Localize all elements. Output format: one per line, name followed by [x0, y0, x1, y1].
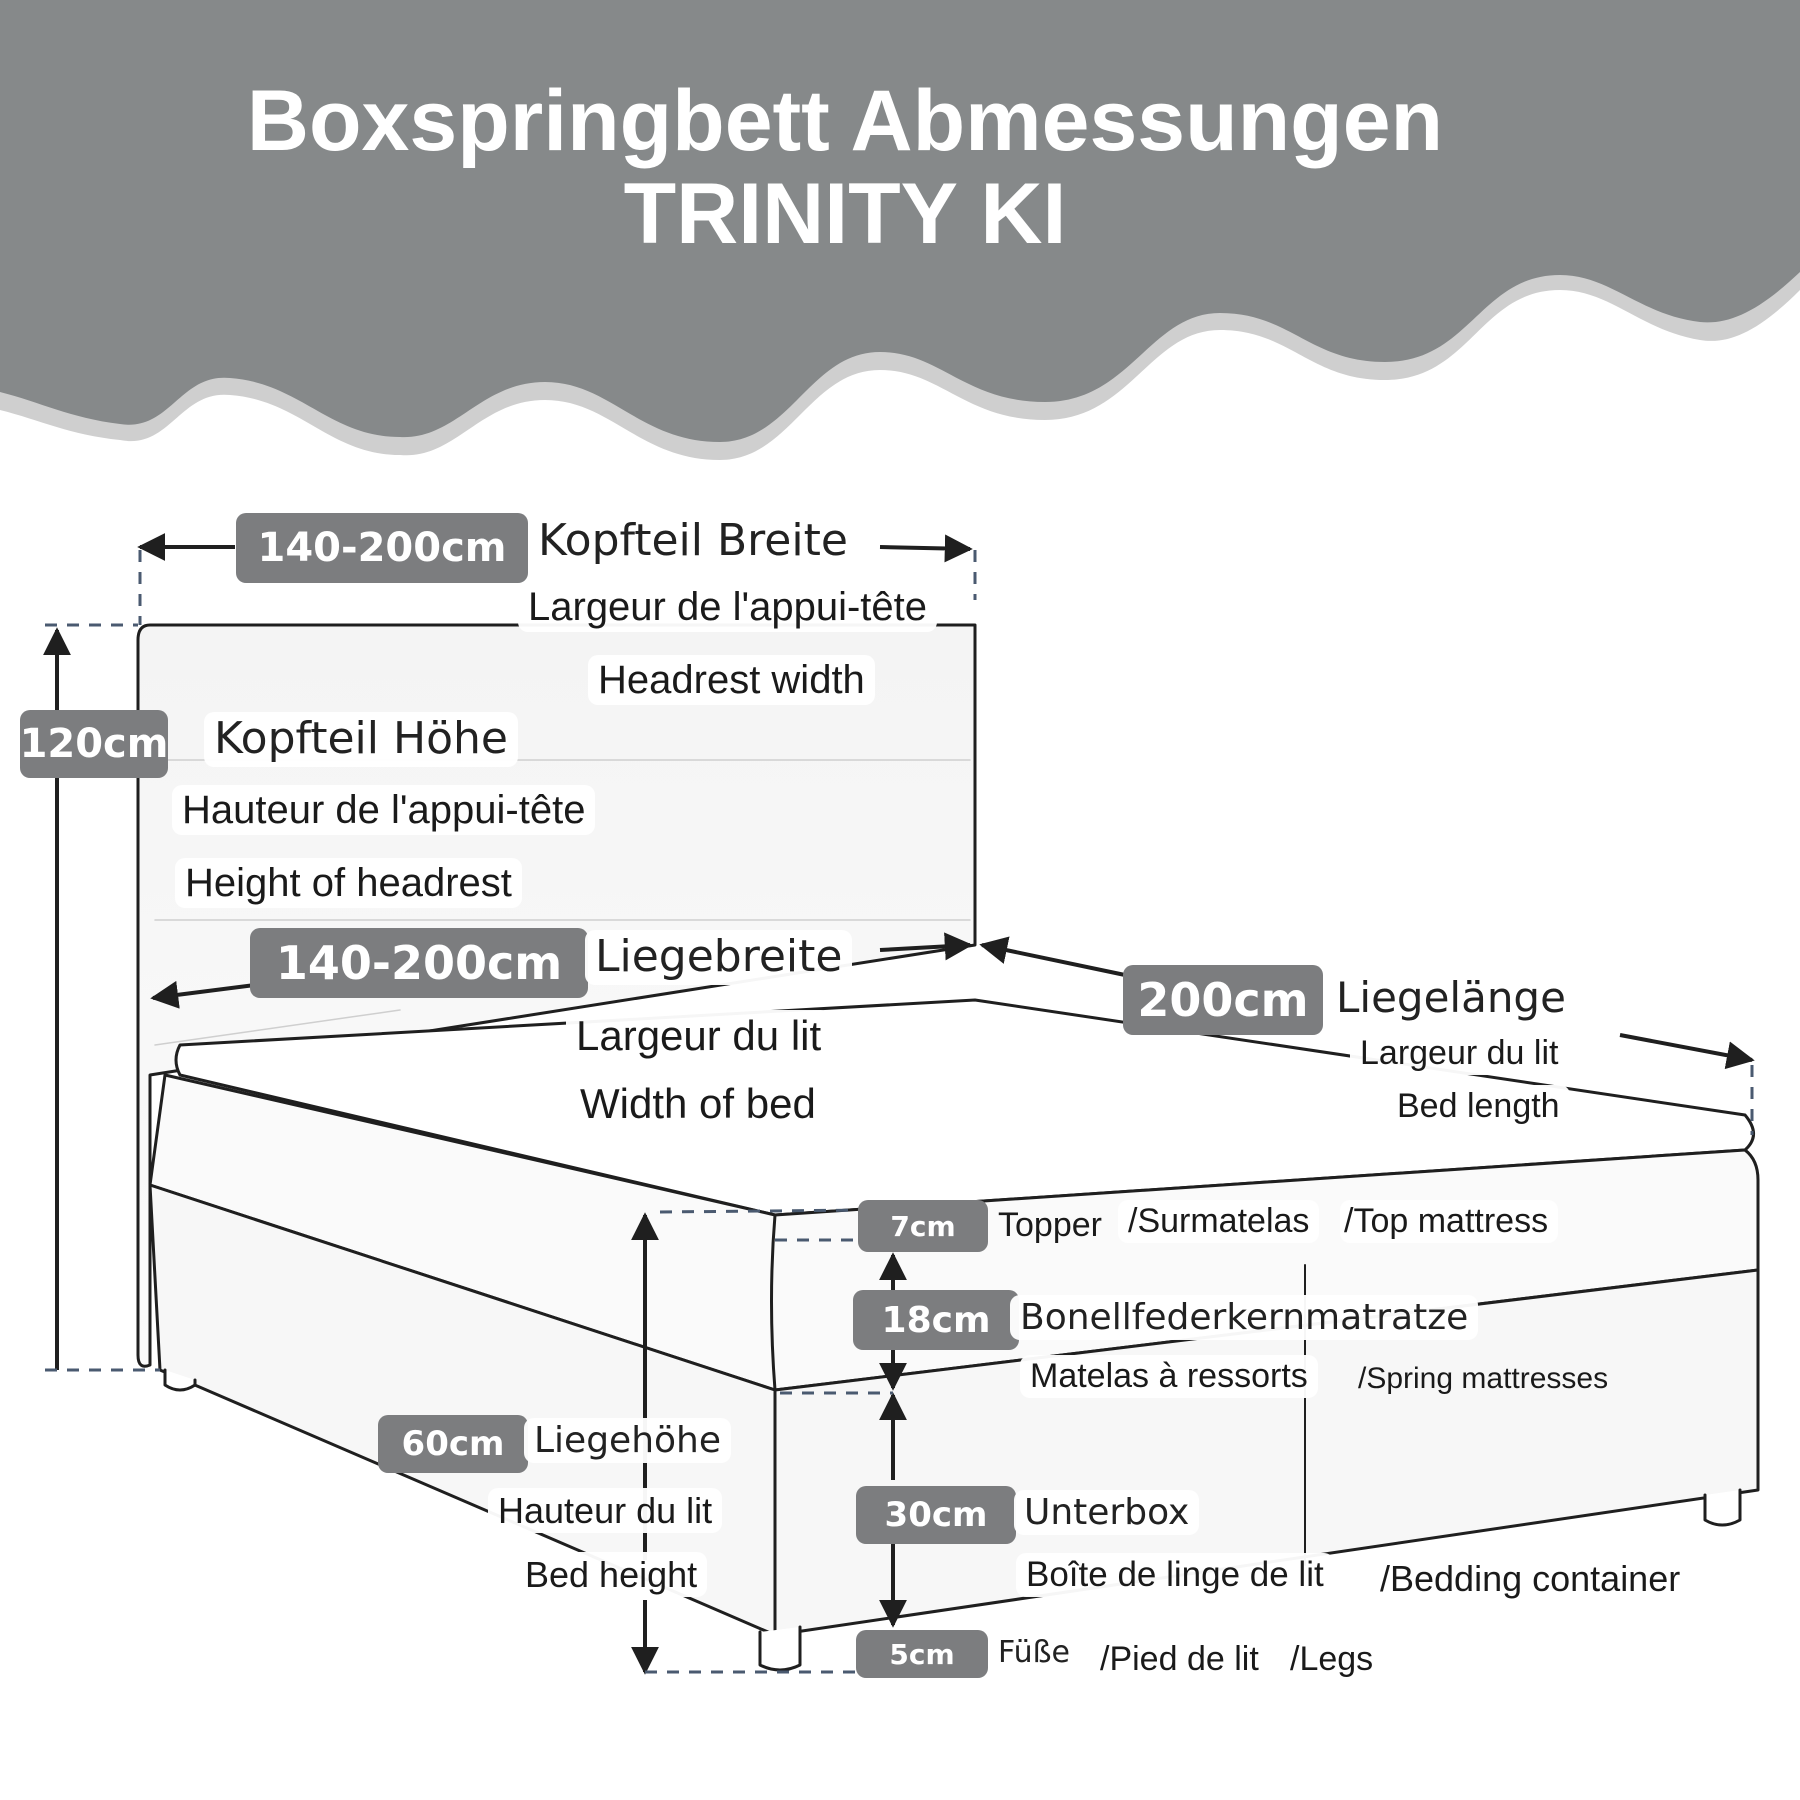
headboard-width-arrow-right: [879, 534, 973, 563]
underbox-label-fr: Boîte de linge de lit: [1016, 1553, 1334, 1598]
underbox-badge: 30cm: [856, 1486, 1016, 1544]
bed-height-label-en: Bed height: [515, 1552, 708, 1598]
bed-length-badge: 200cm: [1123, 965, 1323, 1035]
bed-length-label-fr: Largeur du lit: [1350, 1032, 1569, 1076]
leg-front: [758, 1625, 802, 1672]
mattress-label-fr: Matelas à ressorts: [1020, 1355, 1318, 1399]
mattress-corner-line: [770, 1213, 777, 1392]
topper-label-de: Topper: [998, 1206, 1102, 1244]
headboard-height-label-en: Height of headrest: [175, 858, 522, 908]
bed-width-arrow-left: [150, 980, 256, 1009]
wave-main: [0, 0, 1800, 442]
bed-width-badge: 140-200cm: [250, 928, 588, 998]
legs-label-de: Füße: [998, 1635, 1070, 1670]
bed-length-label-en: Bed length: [1387, 1085, 1570, 1129]
header-wave-background: [0, 0, 1800, 460]
topper-label-en: /Top mattress: [1340, 1200, 1559, 1244]
headboard-width-label-de: Kopfteil Breite: [528, 514, 858, 569]
bed-width-label-de: Liegebreite: [585, 930, 853, 985]
headboard-height-badge: 120cm: [20, 710, 168, 778]
headboard-width-label-fr: Largeur de l'appui-tête: [518, 582, 938, 632]
headboard-height-label-de: Kopfteil Höhe: [204, 712, 518, 767]
leg-left: [163, 1368, 197, 1392]
bed-length-arrow-left: [979, 936, 1126, 977]
page-title: Boxspringbett Abmessungen: [246, 73, 1444, 169]
bed-height-label-de: Liegehöhe: [524, 1418, 732, 1464]
bed-width-arrow-right: [879, 932, 973, 961]
legs-badge: 5cm: [856, 1630, 988, 1678]
mattress-label-en: /Spring mattresses: [1358, 1362, 1609, 1395]
mattress-label-de: Bonellfederkernmatratze: [1010, 1295, 1479, 1341]
bed-length-arrow-right: [1619, 1033, 1755, 1070]
bed-height-badge: 60cm: [378, 1415, 528, 1473]
topper-badge: 7cm: [858, 1200, 988, 1252]
headboard-panel-line: [154, 1009, 401, 1046]
product-name: TRINITY KI: [623, 166, 1067, 262]
legs-label-fr: /Pied de lit: [1100, 1640, 1259, 1678]
bed-width-label-fr: Largeur du lit: [566, 1010, 832, 1063]
headboard-width-label-en: Headrest width: [588, 655, 875, 705]
bed-width-label-en: Width of bed: [570, 1078, 826, 1131]
leg-right: [1703, 1488, 1742, 1527]
underbox-label-de: Unterbox: [1014, 1490, 1200, 1536]
headboard-height-label-fr: Hauteur de l'appui-tête: [172, 785, 596, 835]
bed-length-label-de: Liegelänge: [1326, 972, 1576, 1025]
bed-height-label-fr: Hauteur du lit: [488, 1488, 723, 1534]
mattress-badge: 18cm: [853, 1290, 1019, 1350]
underbox-label-en: /Bedding container: [1380, 1558, 1681, 1599]
legs-label-en: /Legs: [1290, 1640, 1374, 1678]
topper-label-fr: /Surmatelas: [1118, 1200, 1320, 1244]
headboard-width-badge: 140-200cm: [236, 513, 528, 583]
